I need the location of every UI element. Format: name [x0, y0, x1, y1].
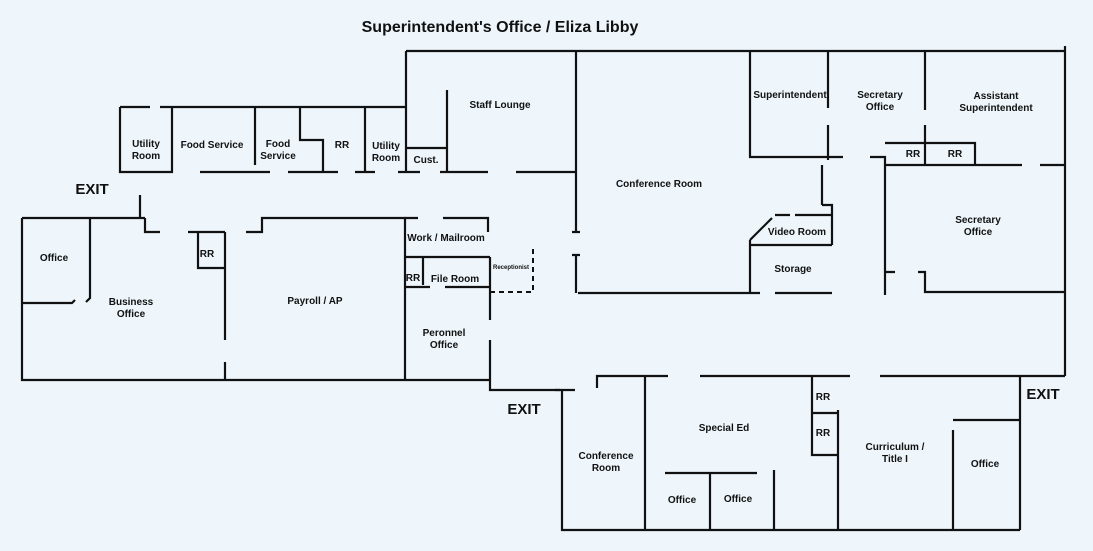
room-restroom: RR — [405, 273, 421, 284]
room-restroom: RR — [199, 249, 215, 260]
wall — [951, 376, 1022, 530]
room-assistant-superintendent: Assistant Superintendent — [959, 91, 1033, 114]
room-payroll-ap: Payroll / AP — [287, 296, 343, 307]
room-storage: Storage — [774, 264, 812, 275]
wall — [748, 51, 843, 159]
wall — [20, 218, 490, 382]
exit-west-label: EXIT — [75, 181, 109, 198]
receptionist-partition — [490, 245, 534, 293]
wall — [22, 195, 225, 234]
room-food-service: Food Service — [180, 140, 244, 151]
room-conference-room-lower: Conference Room — [578, 451, 634, 474]
wall — [885, 270, 1065, 294]
wall — [555, 388, 1020, 532]
room-work-mailroom: Work / Mailroom — [407, 233, 485, 244]
room-conference-room: Conference Room — [615, 179, 703, 190]
wall — [488, 257, 560, 392]
room-office: Office — [970, 459, 1000, 470]
wall — [595, 374, 1065, 388]
room-food-service-2: Food Service — [260, 139, 296, 162]
room-superintendent: Superintendent — [753, 90, 827, 101]
page-title: Superintendent's Office / Eliza Libby — [361, 19, 639, 36]
wall — [246, 216, 406, 234]
room-file-room: File Room — [430, 274, 480, 285]
room-restroom: RR — [815, 428, 831, 439]
room-secretary-office: Secretary Office — [857, 90, 903, 113]
wall — [885, 51, 977, 165]
wall — [748, 240, 832, 293]
wall — [22, 218, 92, 305]
room-office: Office — [39, 253, 69, 264]
room-restroom: RR — [334, 140, 350, 151]
room-receptionist: Receptionist — [492, 265, 530, 271]
wall — [870, 155, 887, 165]
room-utility-room: Utility Room — [131, 139, 161, 162]
room-special-ed: Special Ed — [698, 423, 750, 434]
exit-south-label: EXIT — [507, 401, 541, 418]
room-video-room: Video Room — [767, 227, 827, 238]
wall — [403, 216, 490, 380]
wall — [196, 232, 227, 380]
room-office: Office — [723, 494, 753, 505]
room-business-office: Business Office — [108, 297, 154, 320]
room-office: Office — [667, 495, 697, 506]
room-utility-room-2: Utility Room — [371, 141, 401, 164]
wall — [820, 165, 834, 245]
room-curriculum-title-i: Curriculum / Title I — [865, 442, 925, 465]
wall — [118, 107, 174, 174]
room-peronnel-office: Peronnel Office — [422, 328, 466, 351]
wall — [810, 376, 840, 530]
exit-east-label: EXIT — [1026, 386, 1060, 403]
room-secretary-office-2: Secretary Office — [955, 215, 1001, 238]
wall — [572, 51, 580, 293]
wall — [405, 255, 490, 289]
wall — [665, 470, 776, 530]
wall — [298, 107, 325, 172]
room-restroom: RR — [815, 392, 831, 403]
room-staff-lounge: Staff Lounge — [469, 100, 531, 111]
wall — [749, 213, 832, 241]
room-restroom: RR — [947, 149, 963, 160]
room-custodian: Cust. — [413, 155, 439, 166]
room-restroom: RR — [905, 149, 921, 160]
